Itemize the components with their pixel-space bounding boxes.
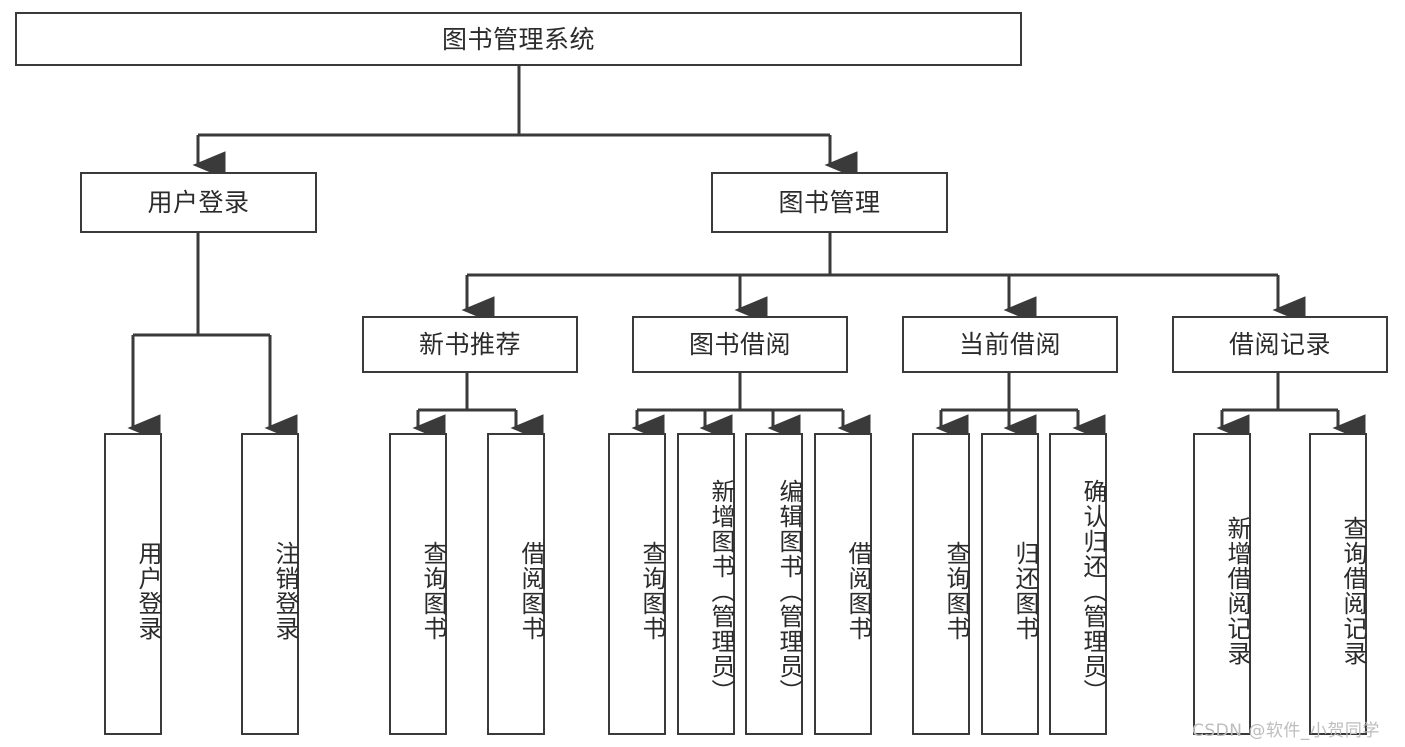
node-book-borrow[interactable]: 图书借阅 (632, 316, 848, 373)
node-label: 用户登录 (147, 188, 250, 217)
leaf-user-login-logout[interactable]: 注销登录 (241, 433, 299, 735)
leaf-current-borrow-query-book[interactable]: 查询图书 (912, 433, 970, 735)
node-label: 编辑图书（管理员） (775, 478, 803, 704)
node-label: 新增借阅记录 (1223, 516, 1251, 666)
node-label: 借阅记录 (1228, 330, 1331, 359)
leaf-borrow-record-add-record[interactable]: 新增借阅记录 (1193, 433, 1251, 735)
node-label: 查询图书 (419, 541, 447, 641)
node-label: 查询图书 (638, 541, 666, 641)
leaf-new-book-query-book[interactable]: 查询图书 (389, 433, 447, 735)
node-user-login[interactable]: 用户登录 (80, 172, 317, 233)
node-label: 图书管理系统 (441, 24, 595, 54)
node-new-book-recommend[interactable]: 新书推荐 (362, 316, 578, 373)
leaf-new-book-borrow-book[interactable]: 借阅图书 (487, 433, 545, 735)
node-label: 借阅图书 (844, 541, 872, 641)
leaf-current-borrow-return-book[interactable]: 归还图书 (981, 433, 1039, 735)
leaf-current-borrow-confirm-return-admin[interactable]: 确认归还（管理员） (1049, 433, 1107, 735)
leaf-book-borrow-edit-book-admin[interactable]: 编辑图书（管理员） (745, 433, 803, 735)
node-borrow-record[interactable]: 借阅记录 (1172, 316, 1388, 373)
node-label: 查询图书 (942, 541, 970, 641)
leaf-borrow-record-query-record[interactable]: 查询借阅记录 (1309, 433, 1367, 735)
node-label: 借阅图书 (517, 541, 545, 641)
leaf-book-borrow-query-book[interactable]: 查询图书 (608, 433, 666, 735)
node-label: 新增图书（管理员） (707, 478, 735, 704)
watermark-text: CSDN @软件_小贺同学 (1192, 721, 1380, 741)
csdn-watermark: CSDN @软件_小贺同学 (1192, 716, 1380, 741)
node-label: 当前借阅 (958, 330, 1061, 359)
node-label: 图书借阅 (688, 330, 791, 359)
node-label: 用户登录 (134, 541, 162, 641)
node-label: 归还图书 (1011, 541, 1039, 641)
node-label: 确认归还（管理员） (1079, 478, 1107, 704)
node-root-book-management-system[interactable]: 图书管理系统 (15, 12, 1022, 66)
node-current-borrow[interactable]: 当前借阅 (902, 316, 1118, 373)
node-book-management[interactable]: 图书管理 (711, 172, 948, 233)
node-label: 注销登录 (271, 541, 299, 641)
leaf-book-borrow-add-book-admin[interactable]: 新增图书（管理员） (677, 433, 735, 735)
leaf-user-login-login[interactable]: 用户登录 (104, 433, 162, 735)
node-label: 图书管理 (778, 188, 881, 217)
leaf-book-borrow-borrow-book[interactable]: 借阅图书 (814, 433, 872, 735)
node-label: 查询借阅记录 (1339, 516, 1367, 666)
node-label: 新书推荐 (418, 330, 521, 359)
